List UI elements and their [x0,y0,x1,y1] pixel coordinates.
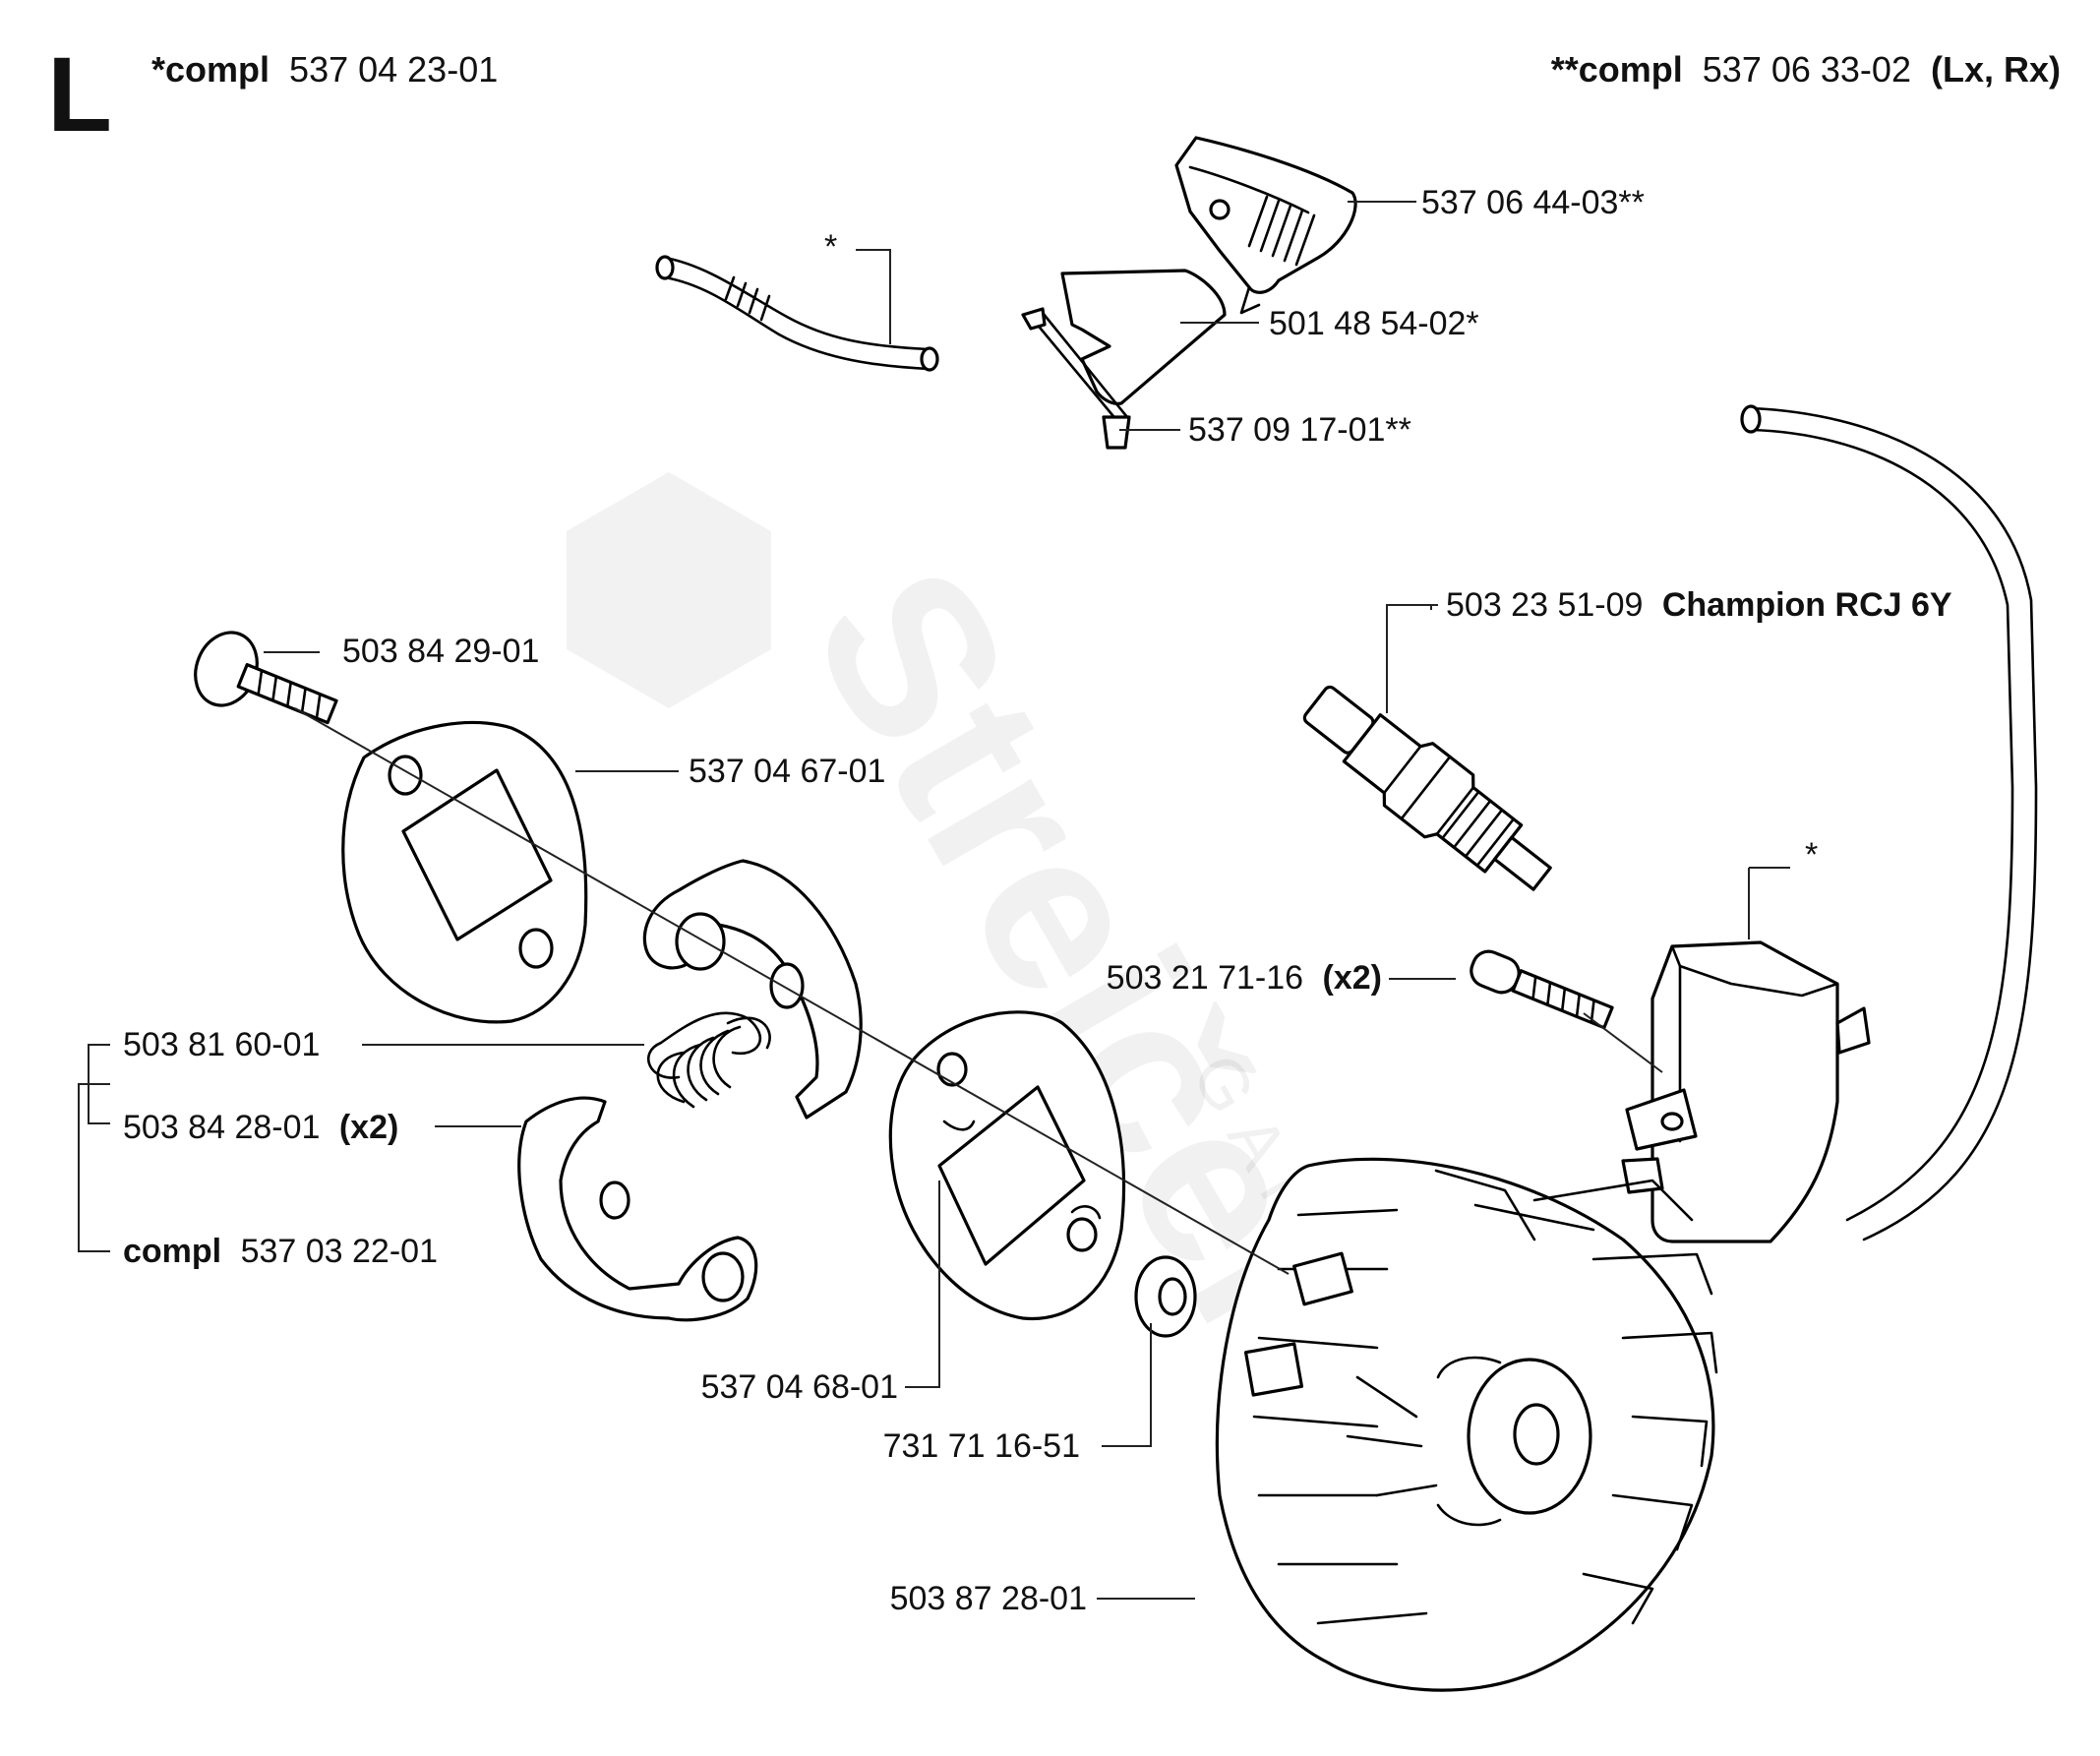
plate-part [1060,269,1227,405]
long-hose-part [1740,404,2038,1241]
clutch-plate-top-part [341,720,588,1024]
leader-spark-plug [1386,604,1438,713]
header-right-suffix: (Lx, Rx) [1931,49,2061,90]
label-cover-part: 537 06 44-03** [1421,184,1645,221]
label-clutch-compl-prefix: compl [123,1233,221,1270]
label-spark-plug: 503 23 51-09 Champion RCJ 6Y [1446,586,1952,624]
spring-part [647,1011,771,1109]
rod-part [1021,307,1131,450]
header-left-prefix: *compl [151,49,270,90]
clutch-shoe-upper-part [642,859,863,1120]
flywheel-part [1215,1157,1718,1692]
header-right-prefix: **compl [1551,49,1683,90]
label-clutch-compl: compl 537 03 22-01 [123,1233,438,1270]
module-screw-axis [1583,1012,1663,1073]
leader-clutch-plate-bottom [905,1181,940,1388]
washer-part [1134,1255,1197,1338]
label-shoe-number: 503 84 28-01 [123,1109,320,1146]
label-screw-top: 503 84 29-01 [342,633,539,670]
leader-module [1748,867,1790,939]
flywheel-fins [1252,1169,1718,1625]
leader-bracket-outer [78,1083,110,1252]
label-clutch-plate-bottom: 537 04 68-01 [701,1368,898,1406]
label-shoe: 503 84 28-01 (x2) [123,1109,398,1146]
leader-fuel-hose [856,249,891,344]
fuel-hose-part [655,255,939,372]
watermark-logo [567,471,771,709]
spark-plug-part [1302,685,1552,891]
label-shoe-qty: (x2) [339,1109,398,1146]
leader-washer [1102,1323,1152,1447]
header-left-number: 537 04 23-01 [289,49,498,90]
header-right-number: 537 06 33-02 [1703,49,1911,90]
screw-top-part [194,631,338,725]
label-fuel-hose-marker: * [824,228,837,266]
flywheel-hub [1436,1356,1592,1527]
ignition-module-part [1621,940,1871,1243]
label-flywheel: 503 87 28-01 [890,1580,1087,1617]
clutch-plate-bottom-part [888,1010,1126,1321]
label-module-screw-number: 503 21 71-16 [1107,959,1303,997]
header-right: **compl 537 06 33-02 (Lx, Rx) [1551,49,2061,90]
label-spark-plug-name: Champion RCJ 6Y [1662,586,1952,624]
cover-part [1174,136,1357,315]
label-plate-part: 501 48 54-02* [1269,305,1479,342]
label-module-screw: 503 21 71-16 (x2) [1107,959,1382,997]
cover-vents [1247,195,1316,267]
label-module-screw-qty: (x2) [1323,959,1382,997]
label-clutch-plate-top: 537 04 67-01 [689,753,885,790]
section-letter: L [47,34,112,153]
label-spark-plug-number: 503 23 51-09 [1446,586,1643,624]
assembly-axis [294,707,1290,1275]
label-washer: 731 71 16-51 [883,1427,1080,1465]
header-left: *compl 537 04 23-01 [151,49,498,90]
module-mount-lug [1625,1088,1698,1151]
label-rod-part: 537 09 17-01** [1188,411,1411,449]
label-clutch-compl-number: 537 03 22-01 [241,1233,438,1270]
module-screw-part [1470,949,1614,1030]
label-spring: 503 81 60-01 [123,1026,320,1063]
label-module-marker: * [1805,836,1818,874]
clutch-shoe-lower-part [517,1096,758,1322]
